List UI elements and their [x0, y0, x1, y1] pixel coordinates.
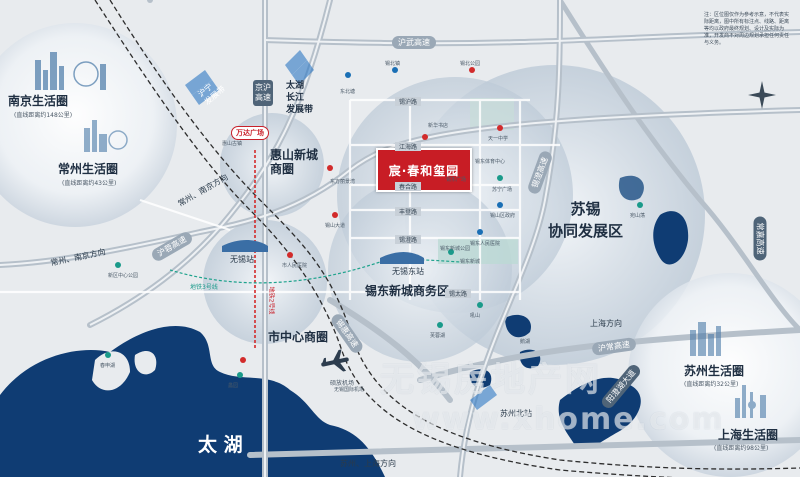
poi-dots: [105, 67, 643, 378]
poi-item: 锡东人民医院: [470, 241, 501, 247]
road-label-1: 锡沪路: [395, 97, 422, 106]
poi-item: 宛山荡: [630, 213, 646, 219]
highway-changjia: 常嘉高速: [753, 216, 767, 261]
watermark-line2: www.xhome.com: [412, 402, 725, 437]
poi-item: 锡北公园: [460, 61, 481, 67]
airport-label: 硕放机场: [330, 380, 355, 387]
poi-item: 蠡园: [228, 383, 239, 389]
suzhou-circle-title: 苏州生活圈: [684, 364, 745, 378]
poi-item: 锡山大道: [325, 223, 346, 229]
poi-item: 市人民医院: [282, 263, 308, 269]
direction-suzhou-shanghai: 苏州、上海方向: [340, 459, 396, 468]
nanjing-circle-title: 南京生活圈: [8, 94, 69, 108]
xidong-circle-b: [328, 178, 512, 362]
watermark-line1: 无锡房地产网: [380, 360, 602, 400]
map-disclaimer: 注：区位图仅作为参考示意，不代表实际距离，图中所有标注点、线路、距离等均以政府最…: [704, 12, 790, 46]
xidong-district-label: 锡东新城商务区: [365, 284, 450, 298]
road-label-2: 江海路: [395, 142, 422, 151]
road-label-4: 丰登路: [395, 207, 422, 216]
highway-jinghu: 京沪 高速: [253, 80, 273, 106]
changzhou-circle-title: 常州生活圈: [58, 162, 119, 176]
taihu-belt-label: 太湖 长江 发展带: [286, 81, 314, 115]
poi-item: 锡东体育中心: [475, 159, 506, 165]
skyline-suzhou: [690, 322, 721, 356]
poi-item: 天一中学: [488, 136, 509, 142]
suzhou-shanghai-circle: [628, 273, 800, 477]
airplane-graphic: [321, 349, 349, 372]
metro-l3-label: 地铁3号线: [190, 284, 218, 291]
project-marker[interactable]: 宸·春和玺园: [376, 148, 472, 192]
metro-l2-label: 地铁2号线: [267, 286, 275, 315]
poi-item: 东北塘: [340, 89, 356, 95]
wuxi-station-label: 无锡站: [230, 255, 254, 264]
wanda-logo: 万达广场: [231, 126, 269, 140]
poi-item: 锡东新城: [460, 259, 481, 265]
poi-item: 芙蓉湖: [430, 333, 446, 339]
poi-item: 鹅湖: [520, 339, 531, 345]
nanjing-circle-note: (直线距离约148公里): [14, 112, 73, 119]
taihu-lake-label: 太 湖: [198, 434, 243, 456]
shanghai-circle-note: (直线距离约98公里): [714, 445, 769, 452]
band-graphics: [185, 50, 497, 410]
highway-huwu: 沪武高速: [392, 36, 436, 49]
poi-item: 锡北镇: [385, 61, 401, 67]
poi-item: 无锡国际机场: [334, 387, 365, 393]
poi-item: 春申湖: [100, 363, 116, 369]
poi-item: 苏宁广场: [492, 187, 513, 193]
skyline-changzhou: [84, 120, 128, 152]
suzhou-circle-note: (直线距离约32公里): [684, 381, 739, 388]
skyline-shanghai: [735, 385, 766, 418]
poi-item: 新区中心公园: [108, 273, 139, 279]
poi-item: 新华书店: [428, 123, 449, 129]
suxi-district-label: 苏锡 协同发展区: [548, 200, 624, 240]
shanghai-circle-title: 上海生活圈: [718, 428, 779, 442]
city-center-district-label: 市中心商圈: [268, 330, 329, 344]
poi-item: 东方丽景湾: [330, 179, 356, 185]
poi-item: 锡东广场: [446, 177, 467, 183]
wuxi-east-station-label: 无锡东站: [392, 267, 424, 276]
changzhou-circle-note: (直线距离约43公里): [62, 180, 117, 187]
road-label-6: 锡太路: [445, 289, 472, 298]
railways: [94, 0, 800, 477]
road-label-3: 春合路: [395, 182, 422, 191]
direction-shanghai: 上海方向: [590, 319, 622, 328]
poi-item: 锡山区政府: [490, 213, 516, 219]
suzhou-north-station-label: 苏州北站: [500, 409, 532, 418]
poi-item: 惠山古镇: [222, 141, 243, 147]
road-label-5: 锡澄路: [395, 235, 422, 244]
poi-item: 吼山: [470, 313, 481, 319]
huishan-district-label: 惠山新城 商圈: [270, 148, 319, 176]
skyline-nanjing: [35, 52, 106, 90]
train-graphic: [222, 240, 424, 264]
poi-item: 锡东新城公园: [440, 246, 471, 252]
metro-line-2: [169, 259, 461, 284]
compass: [748, 81, 776, 109]
